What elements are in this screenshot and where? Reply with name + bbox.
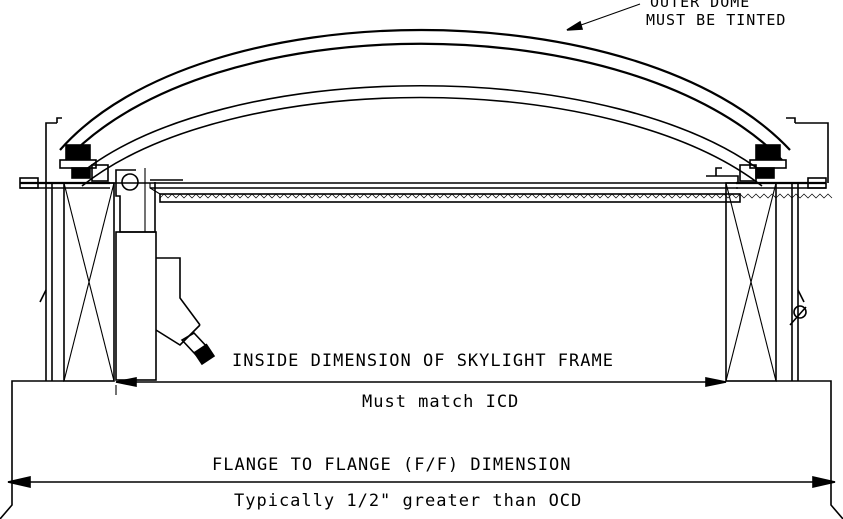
inside-dimension-label: INSIDE DIMENSION OF SKYLIGHT FRAME xyxy=(232,351,614,371)
outer-dome-label-line1: OUTER DOME xyxy=(650,0,751,11)
left-curb xyxy=(39,182,115,382)
flange-dimension-label: FLANGE TO FLANGE (F/F) DIMENSION xyxy=(212,455,572,475)
left-fasteners xyxy=(19,144,139,191)
roof-flange-outline xyxy=(0,380,843,519)
flange-dimension-line xyxy=(7,475,836,489)
outer-dome-leader-arrow xyxy=(566,20,584,31)
operator-housing xyxy=(115,168,216,381)
inner-glazing-panel xyxy=(110,167,833,203)
inside-dimension-line xyxy=(115,377,727,395)
outer-dome xyxy=(45,28,829,187)
outer-dome-label-line2: MUST BE TINTED xyxy=(646,11,787,29)
right-curb xyxy=(725,182,807,382)
right-fasteners xyxy=(736,144,827,189)
typically-label: Typically 1/2" greater than OCD xyxy=(234,491,583,511)
must-match-label: Must match ICD xyxy=(362,392,520,412)
